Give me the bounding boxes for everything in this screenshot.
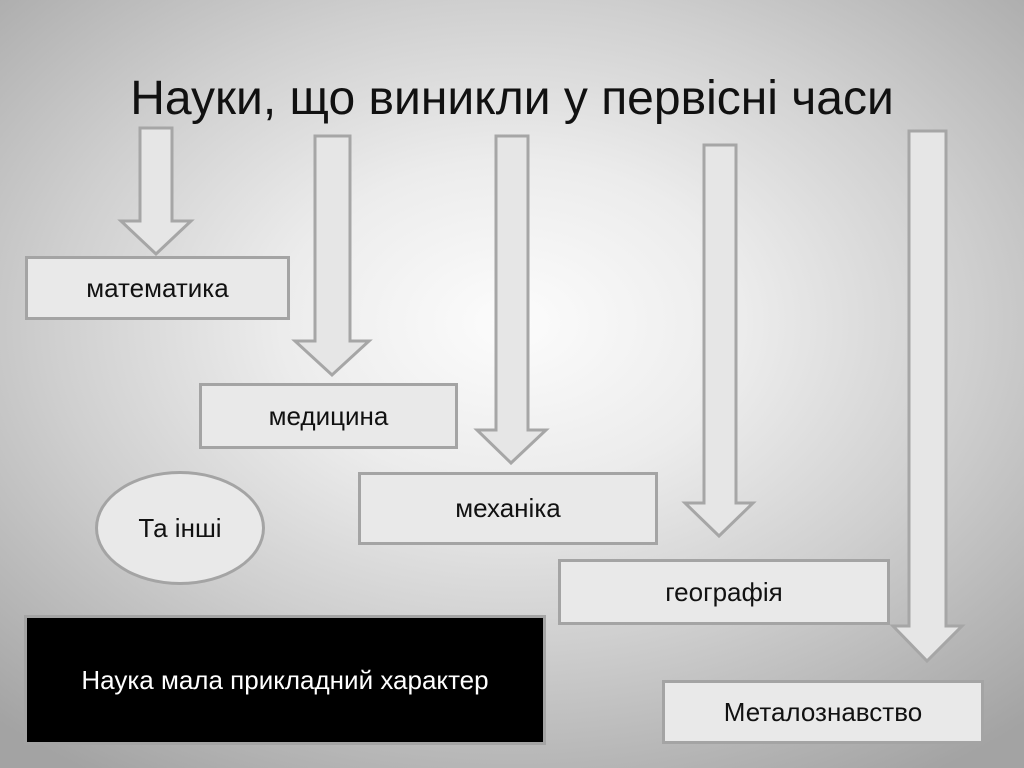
arrow-to-medicine [291, 134, 373, 378]
metallurgy-label: Металознавство [723, 696, 923, 727]
box-metallurgy: Металознавство [662, 680, 984, 744]
arrow-to-mathematics [117, 126, 195, 257]
box-geography: географія [558, 559, 890, 625]
geography-label: географія [665, 576, 783, 607]
mechanics-label: механіка [455, 493, 561, 523]
slide-title: Науки, що виникли у первісні часи [130, 72, 894, 125]
arrow-to-metallurgy [889, 129, 966, 664]
arrow-to-mechanics [473, 134, 550, 466]
applied-nature-text: Наука мала прикладний характер [81, 664, 489, 695]
applied-nature-note: Наука мала прикладний характер [24, 615, 546, 745]
box-mechanics: механіка [358, 472, 658, 545]
box-mathematics: математика [25, 256, 290, 320]
others-label: Та інші [138, 512, 222, 543]
mathematics-label: математика [86, 272, 229, 303]
box-medicine: медицина [199, 383, 458, 449]
arrow-to-geography [681, 143, 757, 539]
others-ellipse: Та інші [95, 471, 265, 585]
medicine-label: медицина [268, 400, 389, 431]
